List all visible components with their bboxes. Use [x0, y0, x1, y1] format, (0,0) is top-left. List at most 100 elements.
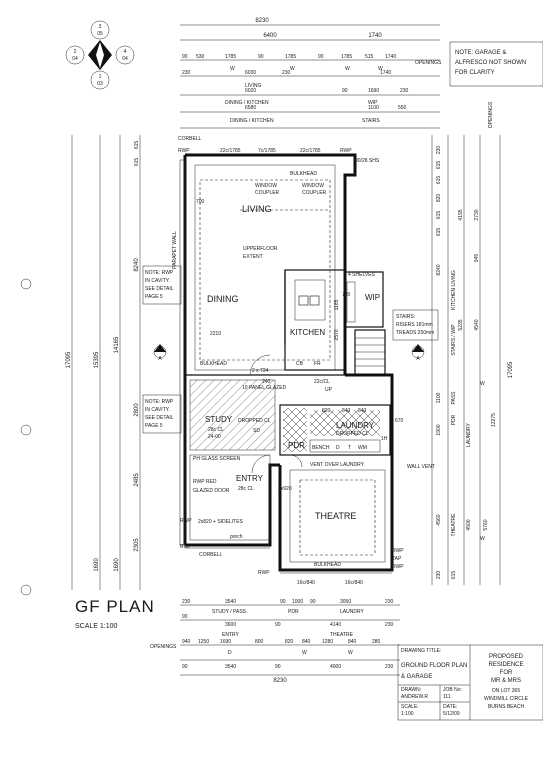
svg-text:3050: 3050: [340, 599, 351, 605]
svg-text:FOR CLARITY: FOR CLARITY: [455, 70, 495, 76]
svg-text:3540: 3540: [225, 664, 236, 670]
svg-text:2800: 2800: [134, 403, 140, 417]
svg-text:6580: 6580: [245, 105, 256, 111]
svg-text:1250: 1250: [198, 639, 209, 645]
svg-text:840: 840: [302, 639, 311, 645]
svg-text:OPENINGS: OPENINGS: [488, 101, 494, 128]
svg-text:ALFRESCO NOT SHOWN: ALFRESCO NOT SHOWN: [455, 60, 526, 66]
svg-text:FOR: FOR: [500, 670, 513, 676]
svg-text:3600: 3600: [225, 622, 236, 628]
svg-text:BULKHEAD: BULKHEAD: [200, 361, 227, 367]
svg-text:800: 800: [255, 639, 264, 645]
svg-text:4560: 4560: [436, 514, 442, 525]
svg-text:1690: 1690: [220, 639, 231, 645]
svg-text:230: 230: [182, 599, 191, 605]
svg-text:230: 230: [182, 70, 191, 76]
compass-rose-icon: 3 05 2 04 4 04 1 03: [65, 20, 135, 90]
svg-text:NOTE: GARAGE &: NOTE: GARAGE &: [455, 50, 506, 56]
svg-text:28c CL: 28c CL: [208, 427, 224, 433]
svg-text:615: 615: [436, 211, 442, 220]
svg-text:28c CL: 28c CL: [238, 486, 254, 492]
svg-text:GROUND FLOOR PLAN: GROUND FLOOR PLAN: [401, 663, 467, 669]
svg-text:5760: 5760: [483, 519, 489, 530]
svg-text:111: 111: [443, 694, 451, 700]
right-dimensions: 230 615 615 820 615 615 8240 KITCHEN LIV…: [431, 101, 514, 585]
svg-text:T: T: [348, 445, 351, 451]
room-pdr: PDR: [288, 441, 305, 450]
svg-text:TREADS 250mm: TREADS 250mm: [396, 330, 434, 336]
svg-text:90: 90: [318, 54, 324, 60]
svg-text:IN CAVITY.: IN CAVITY.: [145, 278, 170, 284]
svg-text:615: 615: [436, 161, 442, 170]
svg-text:550: 550: [398, 105, 407, 111]
svg-text:1690: 1690: [114, 558, 120, 572]
svg-text:WINDMILL CIRCLE: WINDMILL CIRCLE: [484, 696, 529, 702]
svg-text:DROPPED CL: DROPPED CL: [238, 418, 271, 424]
svg-text:90: 90: [182, 664, 188, 670]
svg-text:22c/CL: 22c/CL: [314, 379, 330, 385]
svg-text:RWP: RWP: [392, 564, 404, 570]
svg-text:8230: 8230: [255, 18, 269, 24]
svg-text:22c/1785: 22c/1785: [220, 148, 241, 154]
svg-text:230: 230: [385, 664, 394, 670]
svg-text:4 SHELVES: 4 SHELVES: [348, 272, 376, 278]
compass-label: 05: [97, 31, 103, 37]
svg-text:615: 615: [436, 228, 442, 237]
svg-text:PROPOSED: PROPOSED: [489, 654, 524, 660]
room-kitchen: KITCHEN: [290, 328, 325, 337]
svg-text:MR & MRS: MR & MRS: [491, 678, 521, 684]
label-rwp: RWP: [178, 148, 190, 154]
svg-text:SEE DETAIL: SEE DETAIL: [145, 286, 174, 292]
svg-text:RESIDENCE: RESIDENCE: [488, 662, 523, 668]
svg-text:1H: 1H: [381, 436, 388, 442]
svg-text:& GARAGE: & GARAGE: [401, 674, 432, 680]
svg-text:SEE DETAIL: SEE DETAIL: [145, 415, 174, 421]
svg-text:90: 90: [182, 614, 188, 620]
svg-text:4540: 4540: [474, 319, 480, 330]
svg-text:KITCHEN LIVING: KITCHEN LIVING: [451, 270, 457, 310]
svg-text:LAUNDRY: LAUNDRY: [466, 422, 472, 446]
svg-text:DROPPED CL: DROPPED CL: [336, 431, 369, 437]
compass-label: 2: [74, 49, 77, 55]
binder-holes: [20, 278, 32, 596]
svg-text:THEATRE: THEATRE: [451, 513, 457, 537]
svg-text:PARAPET WALL: PARAPET WALL: [172, 231, 178, 269]
svg-text:90: 90: [258, 54, 264, 60]
svg-text:2210: 2210: [210, 331, 221, 337]
title-block: DRAWING TITLE: GROUND FLOOR PLAN & GARAG…: [397, 644, 543, 721]
svg-text:1:100: 1:100: [401, 711, 414, 717]
svg-text:TAP: TAP: [392, 556, 402, 562]
svg-text:LIVING: LIVING: [245, 83, 262, 89]
svg-text:615: 615: [436, 176, 442, 185]
svg-text:W: W: [480, 536, 485, 542]
svg-text:DATE:: DATE:: [443, 704, 457, 710]
svg-text:1785: 1785: [225, 54, 236, 60]
svg-text:2570: 2570: [334, 329, 340, 340]
svg-text:W: W: [480, 381, 485, 387]
svg-text:WALL VENT: WALL VENT: [407, 464, 435, 470]
svg-text:8230: 8230: [273, 678, 287, 684]
svg-text:615: 615: [134, 141, 140, 150]
svg-text:D: D: [228, 650, 232, 656]
svg-text:6020: 6020: [245, 88, 256, 94]
svg-text:22c/1785: 22c/1785: [300, 148, 321, 154]
svg-text:W: W: [230, 66, 235, 72]
svg-text:VENT OVER LAUNDRY: VENT OVER LAUNDRY: [310, 462, 365, 468]
svg-text:1100: 1100: [368, 105, 379, 111]
svg-text:17095: 17095: [508, 361, 514, 378]
svg-text:RWP: RWP: [258, 570, 270, 576]
room-laundry: LAUNDRY: [336, 421, 375, 430]
plan-labels: CORBELL RWP RWP 22c/1785 7c/1785 22c/178…: [142, 136, 439, 586]
svg-text:2485: 2485: [134, 473, 140, 487]
compass-label: 1: [99, 74, 102, 80]
svg-text:1690: 1690: [94, 558, 100, 572]
svg-text:15395: 15395: [94, 351, 100, 368]
svg-text:230: 230: [385, 599, 394, 605]
svg-text:W: W: [302, 650, 307, 656]
svg-text:5235: 5235: [458, 319, 464, 330]
svg-text:1740: 1740: [380, 70, 391, 76]
svg-text:945: 945: [474, 254, 480, 263]
svg-text:840: 840: [348, 639, 357, 645]
svg-text:ON LOT 365: ON LOT 365: [492, 688, 520, 694]
svg-text:ENTRY: ENTRY: [222, 632, 240, 638]
